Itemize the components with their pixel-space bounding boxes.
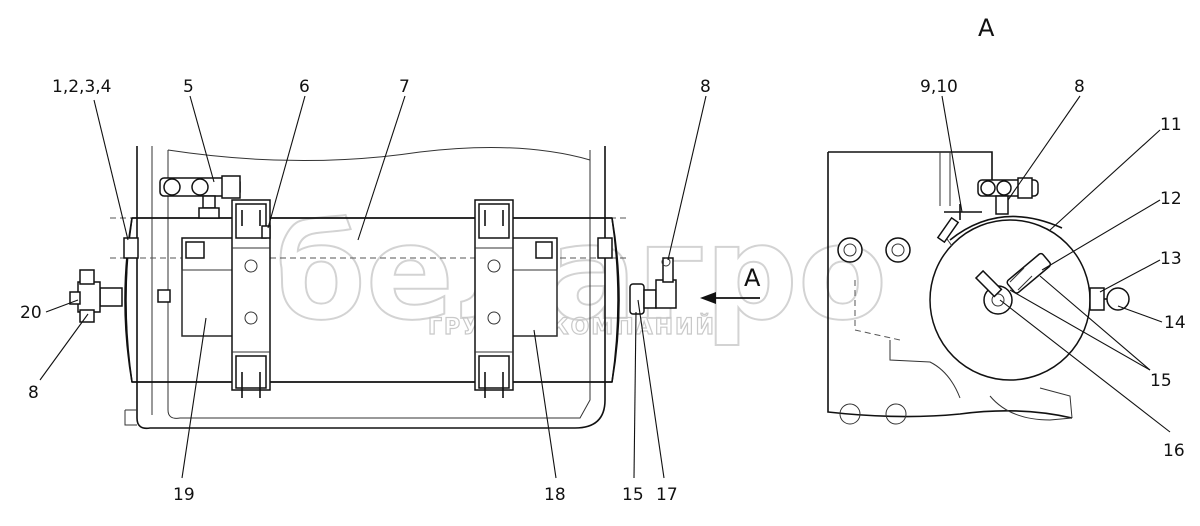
view-arrow bbox=[700, 292, 760, 304]
tee-fitting-top bbox=[159, 175, 241, 219]
callout-8-right: 8 bbox=[1074, 77, 1085, 97]
callout-15-bottom: 15 bbox=[622, 485, 644, 505]
callout-16: 16 bbox=[1163, 441, 1185, 461]
callout-20: 20 bbox=[20, 303, 42, 323]
view-title: A bbox=[978, 14, 995, 42]
watermark-subtitle: ГРУППА КОМПАНИЙ bbox=[428, 314, 716, 340]
view-a-tee-fitting bbox=[944, 177, 1039, 220]
view-a-drain-cap bbox=[1089, 287, 1130, 311]
view-arrow-label: A bbox=[744, 264, 761, 292]
callout-18: 18 bbox=[544, 485, 566, 505]
callout-1-2-3-4: 1,2,3,4 bbox=[52, 77, 111, 97]
leader-lines bbox=[39, 95, 1171, 479]
callout-15-right: 15 bbox=[1150, 371, 1172, 391]
callout-6: 6 bbox=[299, 77, 310, 97]
drain-valve-left bbox=[69, 269, 123, 323]
callout-7: 7 bbox=[399, 77, 410, 97]
tank-end-view bbox=[929, 215, 1091, 381]
callout-19: 19 bbox=[173, 485, 195, 505]
callout-8-left: 8 bbox=[28, 383, 39, 403]
left-view-frame bbox=[110, 146, 630, 430]
callout-9-10: 9,10 bbox=[920, 77, 958, 97]
strap-left bbox=[181, 199, 271, 398]
valve-right bbox=[629, 257, 677, 315]
callout-8-top: 8 bbox=[700, 77, 711, 97]
callout-5: 5 bbox=[183, 77, 194, 97]
callout-labels: 1,2,3,4 5 6 7 8 9,10 8 11 12 13 14 15 16… bbox=[20, 77, 1186, 505]
watermark-logo: белагро bbox=[275, 197, 887, 349]
callout-17: 17 bbox=[656, 485, 678, 505]
callout-14: 14 bbox=[1164, 313, 1186, 333]
strap-right bbox=[474, 199, 558, 398]
watermark: белагро ГРУППА КОМПАНИЙ bbox=[274, 196, 888, 350]
callout-11: 11 bbox=[1160, 115, 1182, 135]
callout-12: 12 bbox=[1160, 189, 1182, 209]
callout-13: 13 bbox=[1160, 249, 1182, 269]
air-tank bbox=[123, 217, 620, 383]
